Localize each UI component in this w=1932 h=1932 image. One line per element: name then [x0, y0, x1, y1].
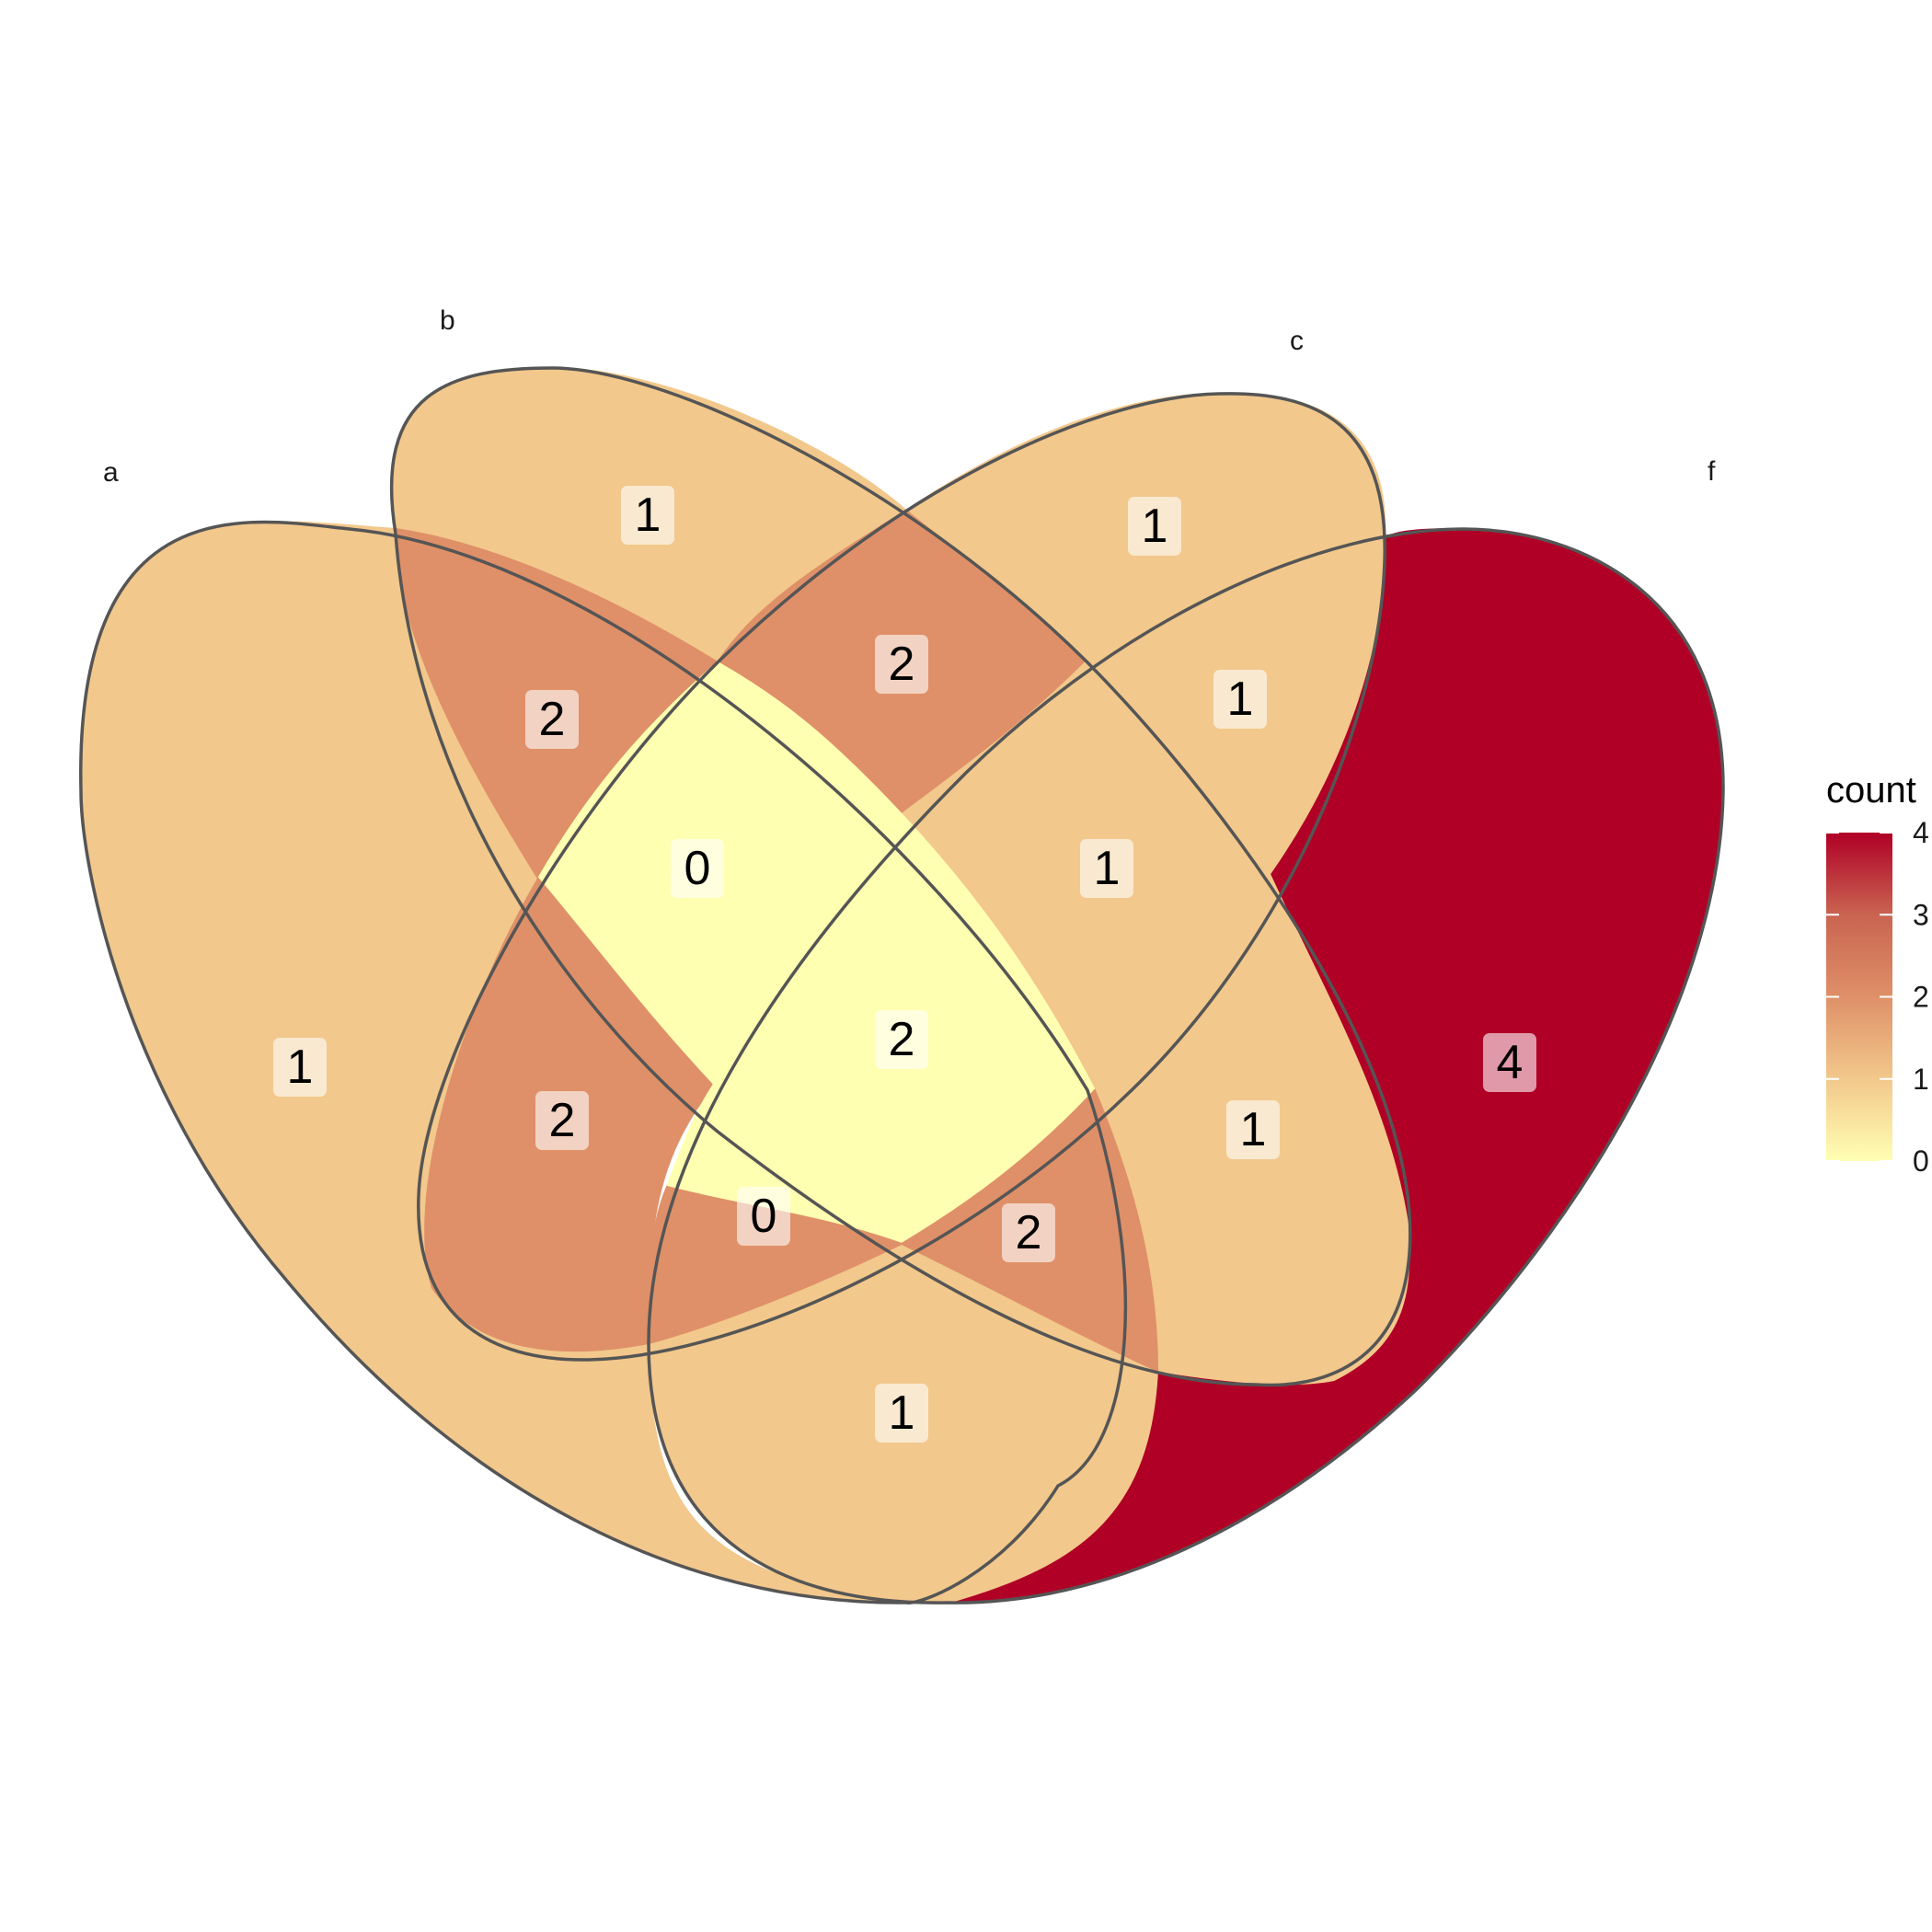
region-count-box — [1002, 1203, 1055, 1262]
region-count-a: 1 — [273, 1038, 327, 1097]
region-count-label: 1 — [635, 489, 661, 542]
legend: count 0 1 2 3 4 — [1826, 770, 1929, 1178]
region-count-box — [875, 1010, 928, 1069]
set-outline-b — [389, 366, 1412, 1387]
set-label-b: b — [440, 305, 455, 336]
set-outline-f — [647, 527, 1725, 1604]
region-count-box — [875, 635, 928, 694]
region-count-abc: 2 — [535, 1091, 589, 1150]
region-count-label: 0 — [751, 1190, 777, 1243]
region-count-b: 1 — [621, 486, 674, 545]
region-count-label: 1 — [1227, 673, 1254, 726]
region-count-label: 1 — [287, 1041, 314, 1094]
region-count-label: 2 — [1016, 1206, 1042, 1259]
region-count-cf: 1 — [1213, 670, 1267, 729]
region-count-box — [1080, 839, 1133, 898]
region-count-label: 1 — [1094, 842, 1121, 895]
region-count-label: 4 — [1497, 1036, 1524, 1089]
region-count-label: 2 — [889, 638, 915, 691]
region-count-box — [273, 1038, 327, 1097]
region-count-box — [621, 486, 674, 545]
region-count-label: 2 — [889, 1013, 915, 1066]
region-count-ac: 0 — [671, 839, 724, 898]
legend-tick-label: 1 — [1913, 1063, 1929, 1096]
region-count-f: 4 — [1483, 1033, 1536, 1092]
region-count-bc: 2 — [875, 635, 928, 694]
legend-title: count — [1826, 770, 1916, 811]
region-count-ab: 2 — [525, 690, 579, 749]
region-count-box — [1213, 670, 1267, 729]
region-count-label: 1 — [1240, 1103, 1267, 1156]
region-count-abcf: 2 — [875, 1010, 928, 1069]
region-count-af: 1 — [875, 1384, 928, 1443]
region-count-bf: 1 — [1226, 1100, 1280, 1159]
legend-ticks: 0 1 2 3 4 — [1826, 816, 1929, 1178]
region-count-box — [1226, 1100, 1280, 1159]
set-label-a: a — [103, 457, 119, 488]
region-count-c: 1 — [1128, 497, 1181, 556]
legend-tick-label: 0 — [1913, 1144, 1929, 1178]
region-count-bcf: 1 — [1080, 839, 1133, 898]
region-count-label: 1 — [1142, 500, 1168, 553]
region-count-acf: 0 — [737, 1187, 790, 1246]
region-count-label: 0 — [684, 842, 711, 895]
set-label-f: f — [1708, 456, 1716, 487]
region-count-box — [535, 1091, 589, 1150]
venn-region-counts: 1 1 1 4 2 2 1 0 1 1 2 1 0 2 2 — [273, 486, 1536, 1443]
region-count-label: 1 — [889, 1386, 915, 1440]
region-count-box — [1128, 497, 1181, 556]
region-count-label: 2 — [549, 1094, 576, 1147]
region-count-abf: 2 — [1002, 1203, 1055, 1262]
venn-region-abf — [646, 1185, 904, 1345]
region-count-box — [1483, 1033, 1536, 1092]
region-count-box — [525, 690, 579, 749]
set-label-c: c — [1290, 326, 1304, 356]
venn-outlines — [79, 366, 1725, 1604]
region-count-box — [671, 839, 724, 898]
set-outline-a — [79, 520, 1128, 1604]
region-count-label: 2 — [539, 693, 566, 746]
legend-tick-label: 4 — [1913, 816, 1929, 849]
legend-tick-label: 2 — [1913, 981, 1929, 1014]
region-count-box — [737, 1187, 790, 1246]
region-count-box — [875, 1384, 928, 1443]
venn-set-labels: a b c f — [103, 305, 1716, 488]
legend-tick-label: 3 — [1913, 898, 1929, 931]
set-outline-c — [417, 392, 1386, 1362]
